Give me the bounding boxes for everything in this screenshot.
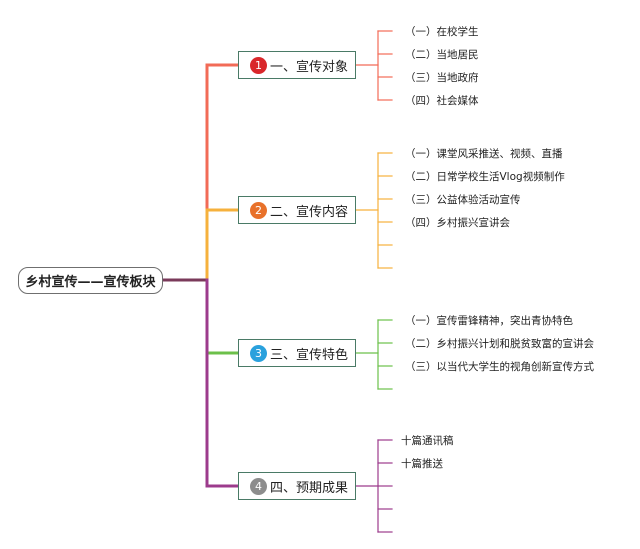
leaf-item: （三）公益体验活动宣传 [405, 194, 521, 206]
leaf-item: 十篇推送 [401, 458, 443, 470]
leaf-item: （三）以当代大学生的视角创新宣传方式 [405, 361, 594, 373]
leaf-item: （四）社会媒体 [405, 95, 479, 107]
branch-node-features: 3 三、宣传特色 [238, 339, 356, 367]
leaf-item: （一）宣传雷锋精神，突出青协特色 [405, 315, 573, 327]
branch-label: 二、宣传内容 [270, 204, 349, 220]
branch-node-target-audience: 1 一、宣传对象 [238, 51, 356, 79]
leaf-item: （一）在校学生 [405, 26, 479, 38]
root-node: 乡村宣传——宣传板块 [18, 267, 163, 294]
branch-label: 三、宣传特色 [270, 347, 349, 363]
number-badge-2: 2 [250, 201, 267, 219]
branch-label: 一、宣传对象 [270, 59, 349, 75]
number-badge-1: 1 [250, 56, 267, 74]
branch-label: 四、预期成果 [270, 480, 349, 496]
branch-node-expected-results: 4 四、预期成果 [238, 472, 356, 500]
leaf-item: （四）乡村振兴宣讲会 [405, 217, 510, 229]
leaf-item: （一）课堂风采推送、视频、直播 [405, 148, 563, 160]
number-badge-4: 4 [250, 477, 267, 495]
leaf-item: 十篇通讯稿 [401, 435, 454, 447]
branch-node-content: 2 二、宣传内容 [238, 196, 356, 224]
number-badge-3: 3 [250, 344, 267, 362]
leaf-item: （二）当地居民 [405, 49, 479, 61]
leaf-item: （二）日常学校生活Vlog视频制作 [405, 171, 565, 183]
leaf-item: （二）乡村振兴计划和脱贫致富的宣讲会 [405, 338, 594, 350]
leaf-item: （三）当地政府 [405, 72, 479, 84]
